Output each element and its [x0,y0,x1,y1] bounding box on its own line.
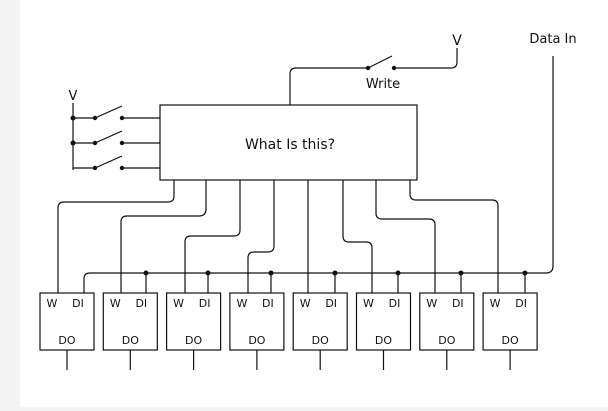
switch-2-blade [94,130,123,144]
cell-di-label: DI [262,297,274,310]
memory-cell-box [292,292,348,351]
cell-di-label: DI [389,297,401,310]
write-wire-6 [342,180,373,293]
cell-w-label: W [110,297,121,310]
bus-junction-dot [395,270,401,276]
switch-contact-dot [92,140,98,146]
cell-w-label: W [300,297,311,310]
cell-do-label: DO [375,334,392,347]
switch-contact-dot [119,115,125,121]
write-wire-1 [57,180,175,293]
memory-cell-8: W DI DO [482,292,538,370]
write-line [289,67,368,105]
cell-w-label: W [490,297,501,310]
memory-cell-box [229,292,285,351]
bus-junction-dot [332,270,338,276]
cell-di-label: DI [515,297,527,310]
cell-di-label: DI [72,297,84,310]
memory-cell-4: W DI DO [229,292,285,370]
bus-junction-dot [458,270,464,276]
switch-contact-dot [391,65,397,71]
switch-contact-dot [119,140,125,146]
memory-cell-box [102,292,158,351]
memory-cell-box [355,292,412,351]
memory-cell-6: W DI DO [355,292,412,370]
memory-cell-3: W DI DO [166,292,222,370]
cell-w-label: W [173,297,184,310]
bus-junction-dot [143,270,149,276]
cell-do-label: DO [58,334,75,347]
junction-dot [70,140,76,146]
memory-cells: W DI DO W DI DO W DI DO W DI DO W DI DO W DI DO W DI DO W DI DO [39,292,538,370]
switch-contact-dot [119,165,125,171]
switch-contact-dot [365,65,371,71]
central-block-label: What Is this? [245,137,335,153]
cell-do-label: DO [248,334,265,347]
write-wire-2 [120,180,207,293]
voltage-label-left: V [69,89,78,104]
memory-cell-5: W DI DO [292,292,348,370]
junction-dot [70,115,76,121]
write-wire-4 [247,180,275,293]
cell-di-label: DI [325,297,337,310]
memory-cell-box [166,292,222,351]
cell-di-label: DI [452,297,464,310]
data-in-label: Data In [529,32,576,47]
cell-w-label: W [426,297,437,310]
write-voltage-line [394,48,458,69]
cell-do-label: DO [122,334,139,347]
cell-di-label: DI [135,297,147,310]
switch-contact-dot [92,115,98,121]
memory-cell-box [419,292,475,351]
bus-junction-dot [522,270,528,276]
memory-cell-7: W DI DO [419,292,475,370]
cell-w-label: W [47,297,58,310]
cell-do-label: DO [312,334,329,347]
data-in-bus [83,56,554,293]
cell-w-label: W [236,297,247,310]
cell-w-label: W [363,297,374,310]
memory-cell-2: W DI DO [102,292,158,370]
write-wire-8 [409,180,499,293]
memory-cell-box [39,292,95,351]
memory-cell-1: W DI DO [39,292,95,370]
bus-junction-dot [205,270,211,276]
cell-do-label: DO [185,334,202,347]
switch-contact-dot [92,165,98,171]
voltage-label-top: V [452,33,462,49]
cell-di-label: DI [199,297,211,310]
cell-do-label: DO [502,334,519,347]
write-switch-blade [367,55,393,69]
switch-3-blade [94,155,123,169]
write-label: Write [366,77,400,92]
write-wire-7 [375,180,436,293]
switch-1-blade [94,105,123,119]
write-wire-3 [184,180,241,293]
central-block [159,104,418,181]
memory-cell-box [482,292,538,351]
bus-junction-dot [268,270,274,276]
cell-do-label: DO [438,334,455,347]
